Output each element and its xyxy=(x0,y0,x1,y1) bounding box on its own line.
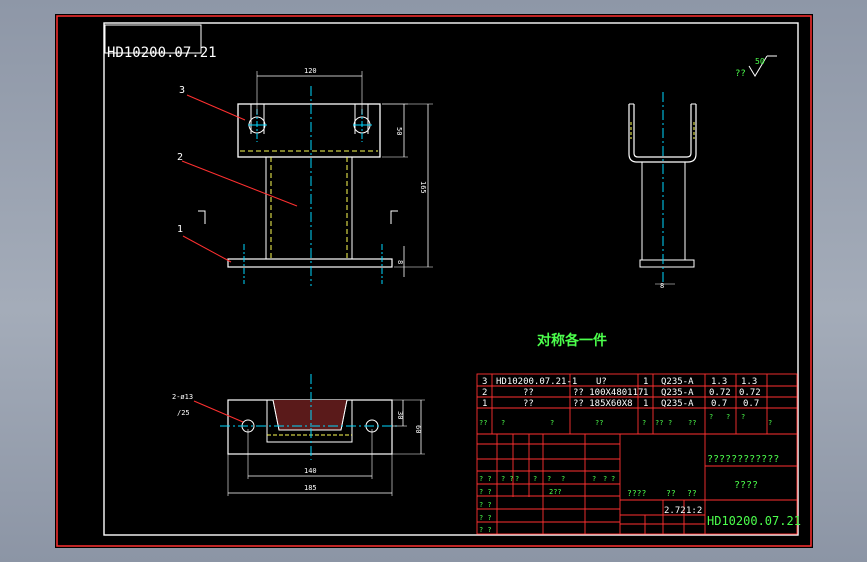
svg-text:?: ? xyxy=(515,475,519,483)
svg-text:?: ? xyxy=(533,475,537,483)
leader-3: 3 xyxy=(179,85,185,96)
svg-text:?: ? xyxy=(709,413,713,421)
roughness-symbol: ?? 50 xyxy=(735,55,777,79)
svg-text:?: ? xyxy=(741,413,745,421)
leader-1: 1 xyxy=(177,224,183,235)
cad-drawing: HD10200.07.21 ?? 50 xyxy=(56,15,812,547)
side-dim-base: 8 xyxy=(660,282,664,290)
outer-border xyxy=(56,15,812,547)
svg-text:?: ? xyxy=(668,419,672,427)
svg-text:?: ? xyxy=(547,475,551,483)
svg-text:?? 100X480117: ?? 100X480117 xyxy=(573,388,643,398)
bom-text: 3 HD10200.07.21-1 U? 1 Q235-A 1.3 1.3 2 … xyxy=(482,377,761,409)
svg-text:??: ?? xyxy=(735,69,746,79)
inner-border xyxy=(103,22,799,536)
svg-text:?: ? xyxy=(726,413,730,421)
title-block-text: ???????????? ???? HD10200.07.21 ???? ?? … xyxy=(479,454,801,534)
svg-text:? ?: ? ? xyxy=(501,475,514,483)
svg-text:0.72: 0.72 xyxy=(739,388,761,398)
plan-view: 2-ø13 /25 140 185 30 60 xyxy=(172,374,425,496)
svg-text:1: 1 xyxy=(482,399,487,409)
svg-text:??: ?? xyxy=(479,419,487,427)
svg-text:50: 50 xyxy=(755,57,765,66)
svg-text:?: ? xyxy=(561,475,565,483)
hole-callout-1: 2-ø13 xyxy=(172,393,193,401)
svg-text:?? 185X60X8: ?? 185X60X8 xyxy=(573,399,633,409)
dim-v1: 30 xyxy=(396,411,404,419)
svg-text:? ?: ? ? xyxy=(479,526,492,534)
leaders: 3 2 1 xyxy=(177,85,298,263)
svg-text:U?: U? xyxy=(596,377,607,387)
company-name: ???????????? xyxy=(707,454,779,465)
svg-text:HD10200.07.21-1: HD10200.07.21-1 xyxy=(496,377,577,387)
svg-text:3: 3 xyxy=(482,377,487,387)
svg-text:? ?: ? ? xyxy=(479,514,492,522)
svg-text:2??: 2?? xyxy=(549,488,562,496)
svg-text:? ?: ? ? xyxy=(479,488,492,496)
scale: 1:2 xyxy=(686,506,702,516)
dim-outer: 185 xyxy=(304,484,317,492)
svg-text:? ?: ? ? xyxy=(479,475,492,483)
svg-text:?: ? xyxy=(603,475,607,483)
leader-2: 2 xyxy=(177,152,183,163)
svg-text:????: ???? xyxy=(627,489,646,498)
side-view: 8 xyxy=(628,92,697,290)
symmetric-note: 对称各一件 xyxy=(537,332,607,349)
svg-text:Q235-A: Q235-A xyxy=(661,377,694,387)
title-badge: HD10200.07.21 xyxy=(107,45,217,61)
bom-header: ?? ? ? ?? ? ?? ? ?? ? ? ? ? xyxy=(479,413,772,427)
svg-text:?: ? xyxy=(611,475,615,483)
dim-base: 8 xyxy=(396,260,404,264)
svg-text:?: ? xyxy=(550,419,554,427)
drawing-name: ???? xyxy=(734,480,758,491)
svg-text:??: ?? xyxy=(688,419,696,427)
svg-text:?: ? xyxy=(642,419,646,427)
svg-text:0.72: 0.72 xyxy=(709,388,731,398)
svg-text:0.7: 0.7 xyxy=(743,399,759,409)
dim-inner: 140 xyxy=(304,467,317,475)
svg-text:1: 1 xyxy=(643,399,648,409)
svg-text:? ?: ? ? xyxy=(479,501,492,509)
dim-v2: 60 xyxy=(414,425,422,433)
svg-text:??: ?? xyxy=(523,388,534,398)
dim-top: 120 xyxy=(304,67,317,75)
dim-height-total: 165 xyxy=(419,181,427,194)
svg-text:1: 1 xyxy=(643,388,648,398)
title-badge-box xyxy=(104,24,202,54)
dim-height-upper: 50 xyxy=(395,127,403,135)
svg-text:??: ?? xyxy=(687,489,697,498)
svg-text:Q235-A: Q235-A xyxy=(661,399,694,409)
drawing-number: HD10200.07.21 xyxy=(707,514,801,528)
svg-text:2: 2 xyxy=(482,388,487,398)
front-view: 120 50 165 8 xyxy=(198,67,433,286)
svg-text:0.7: 0.7 xyxy=(711,399,727,409)
hole-callout-2: /25 xyxy=(177,409,190,417)
drawing-viewport[interactable]: HD10200.07.21 ?? 50 xyxy=(55,14,813,548)
svg-text:??: ?? xyxy=(655,419,663,427)
svg-text:??: ?? xyxy=(666,489,676,498)
svg-text:??: ?? xyxy=(523,399,534,409)
svg-text:?: ? xyxy=(592,475,596,483)
weight: 2.72 xyxy=(664,506,686,516)
svg-text:Q235-A: Q235-A xyxy=(661,388,694,398)
svg-text:1.3: 1.3 xyxy=(741,377,757,387)
svg-text:1.3: 1.3 xyxy=(711,377,727,387)
svg-text:??: ?? xyxy=(595,419,603,427)
svg-text:1: 1 xyxy=(643,377,648,387)
svg-text:?: ? xyxy=(768,419,772,427)
svg-text:?: ? xyxy=(501,419,505,427)
title-block xyxy=(476,373,798,535)
